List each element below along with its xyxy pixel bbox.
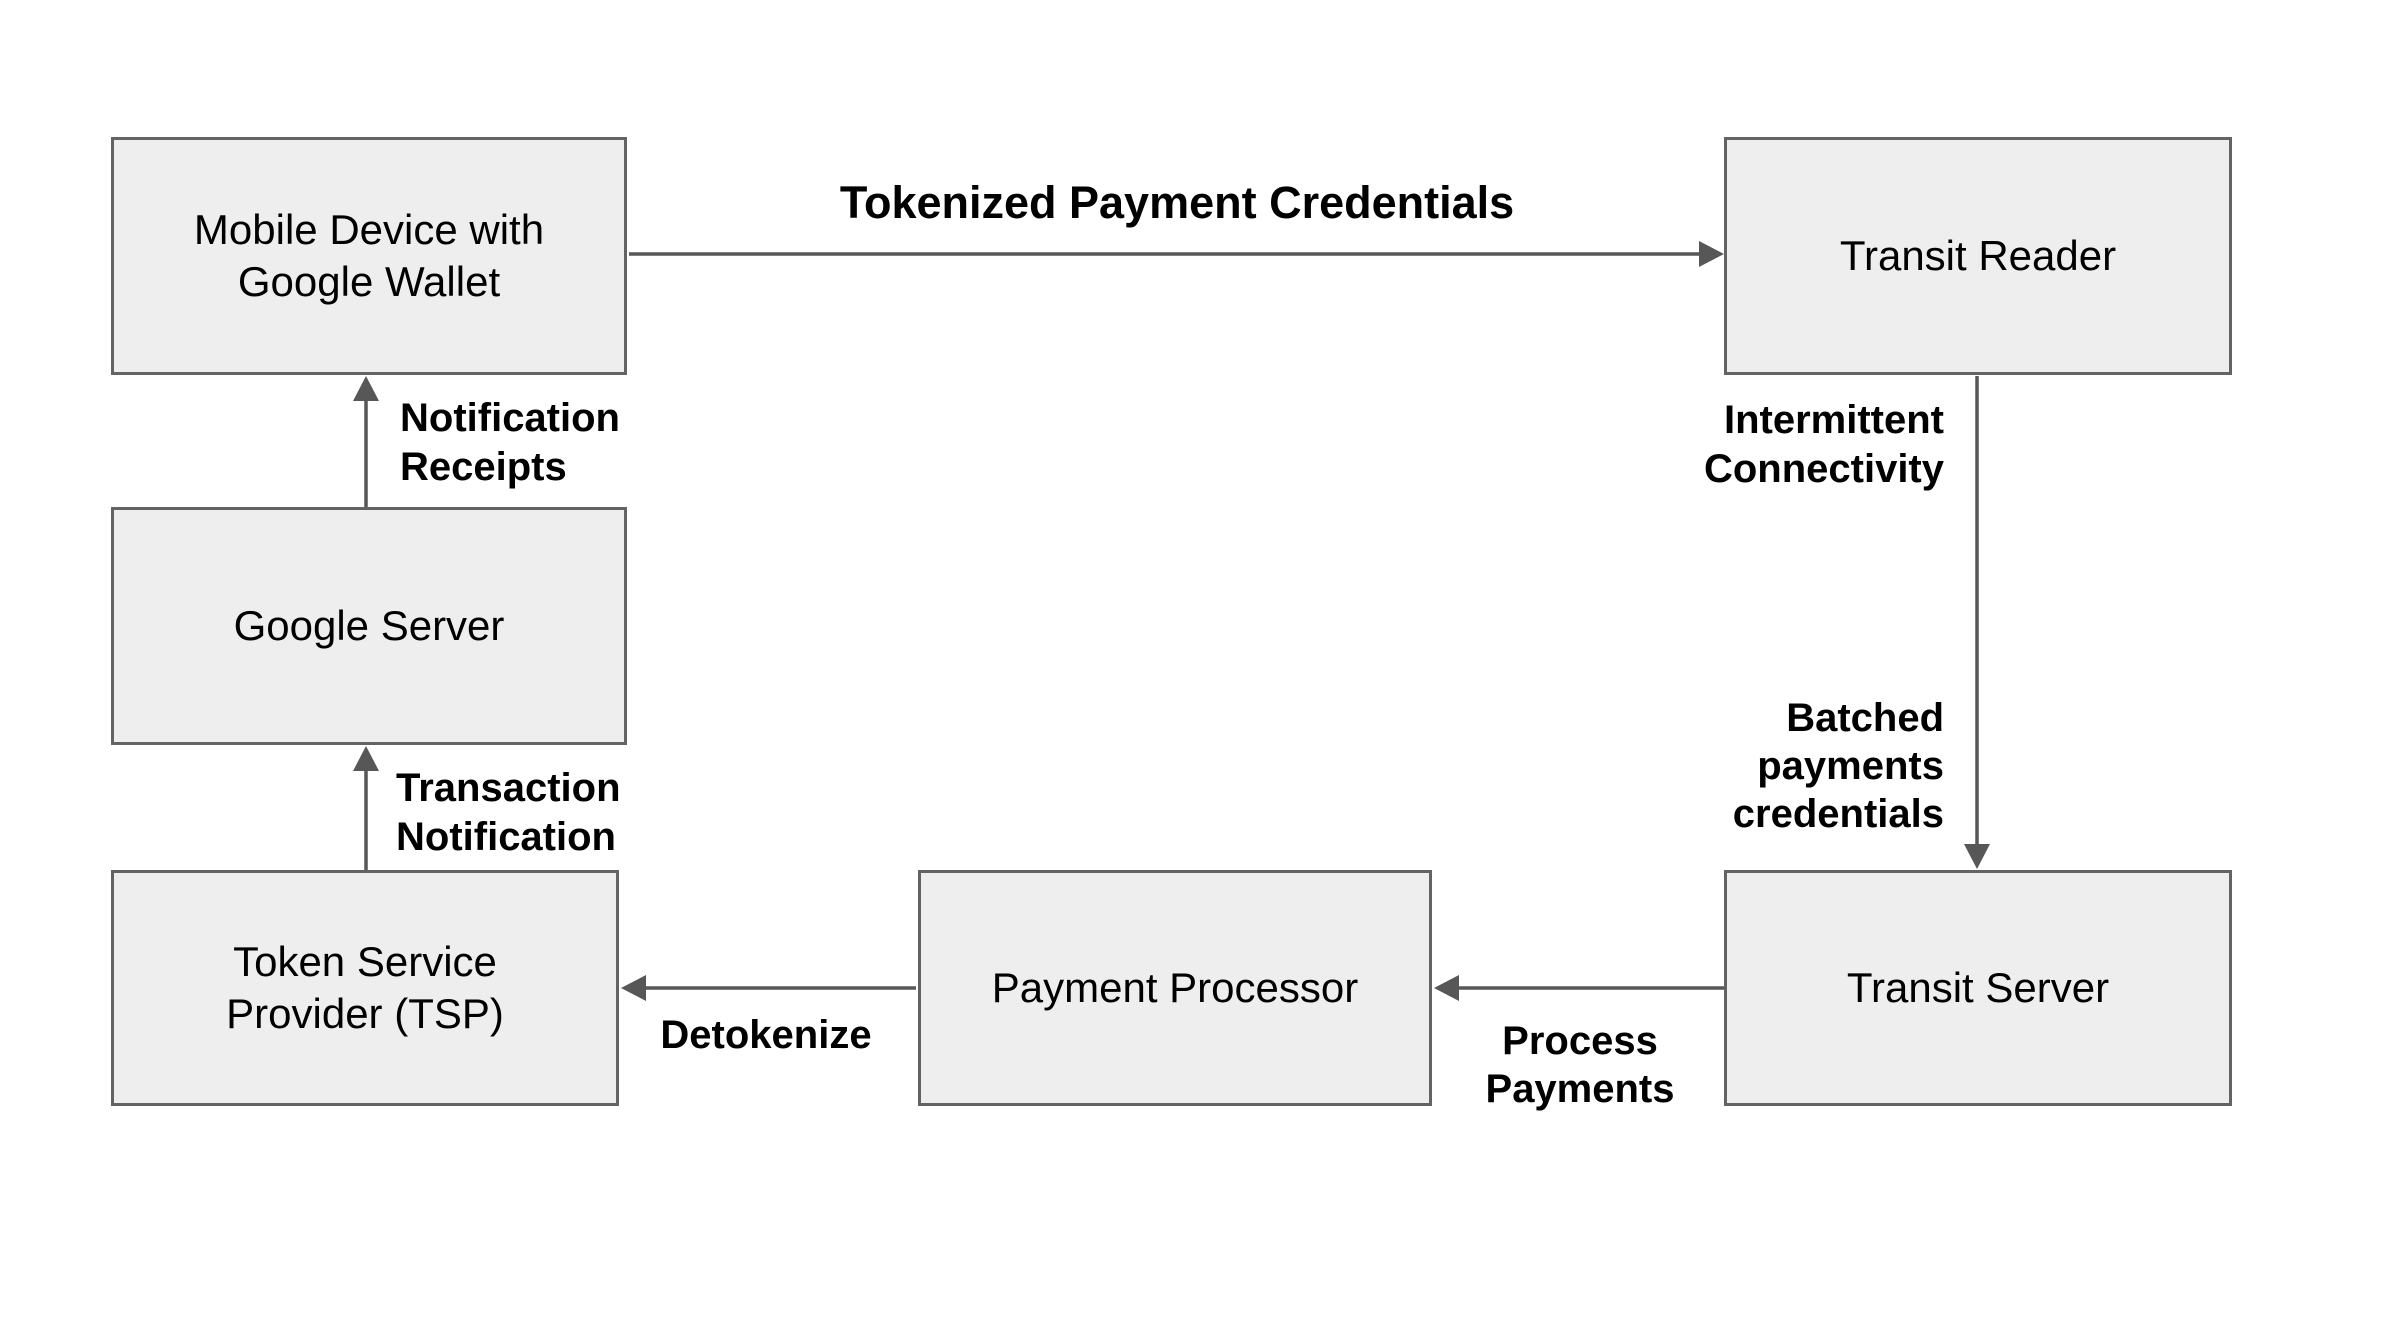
node-token-service-provider: Token Service Provider (TSP) <box>111 870 619 1106</box>
arrow-notification-receipts <box>353 376 379 507</box>
arrow-transaction-notification <box>353 746 379 870</box>
edge-label-notification-receipts: Notification Receipts <box>400 396 620 489</box>
node-label: Payment Processor <box>991 964 1359 1011</box>
arrow-reader-to-transit-server <box>1964 376 1990 869</box>
node-payment-processor: Payment Processor <box>918 870 1432 1106</box>
node-label: Transit Server <box>1846 964 2110 1011</box>
arrow-detokenize <box>621 975 916 1001</box>
arrowhead-down-icon <box>1964 844 1990 869</box>
node-transit-server: Transit Server <box>1724 870 2232 1106</box>
arrow-process-payments <box>1434 975 1724 1001</box>
edge-label-transaction-notification: Transaction Notification <box>396 766 621 859</box>
edge-label-tokenized-payment-credentials: Tokenized Payment Credentials <box>839 177 1515 228</box>
node-label: Google Server <box>233 602 505 649</box>
node-label: Transit Reader <box>1839 232 2117 279</box>
arrow-tokenized-payment-credentials <box>629 241 1724 267</box>
arrowhead-up-icon <box>353 376 379 401</box>
edge-label-intermittent-connectivity: Intermittent Connectivity <box>1703 398 1944 491</box>
edge-label-batched-payments-credentials: Batched payments credentials <box>1732 696 1944 836</box>
node-label: Mobile Device with Google Wallet <box>193 206 545 305</box>
edge-label-detokenize: Detokenize <box>660 1013 872 1057</box>
arrowhead-left-icon <box>1434 975 1459 1001</box>
arrowhead-right-icon <box>1699 241 1724 267</box>
node-transit-reader: Transit Reader <box>1724 137 2232 375</box>
arrowhead-left-icon <box>621 975 646 1001</box>
arrowhead-up-icon <box>353 746 379 771</box>
node-mobile-device-google-wallet: Mobile Device with Google Wallet <box>111 137 627 375</box>
node-google-server: Google Server <box>111 507 627 745</box>
edge-label-process-payments: Process Payments <box>1485 1019 1675 1111</box>
node-label: Token Service Provider (TSP) <box>226 938 504 1037</box>
